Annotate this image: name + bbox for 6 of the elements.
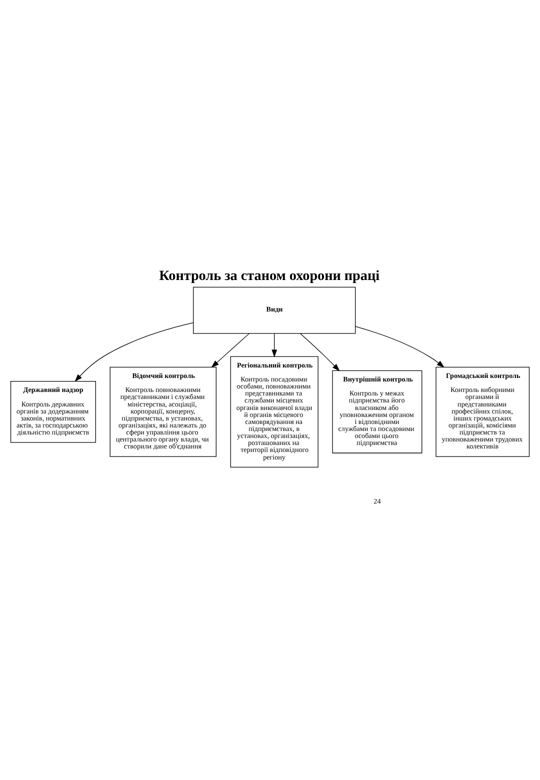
arrow	[272, 333, 278, 358]
arrow	[300, 333, 340, 372]
arrow	[355, 326, 444, 368]
arrow	[74, 322, 194, 382]
arrow	[211, 333, 250, 368]
diagram-title: Контроль за станом охорони праці	[159, 268, 380, 284]
